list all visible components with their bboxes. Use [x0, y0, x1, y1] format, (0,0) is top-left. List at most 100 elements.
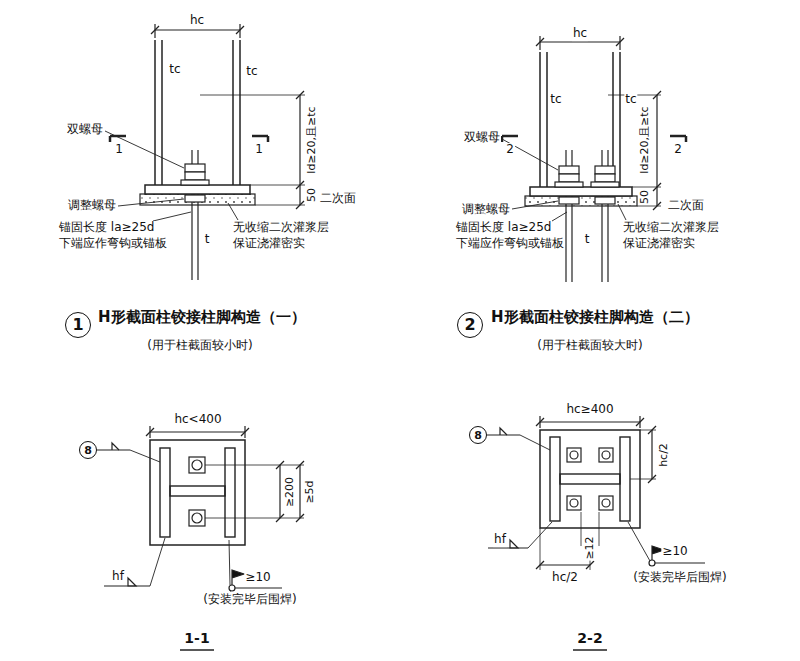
drawing-label: hc/2: [551, 571, 579, 585]
drawing-label: tc: [624, 93, 637, 107]
section-two-two: [540, 564, 590, 565]
drawing-label: 双螺母: [463, 131, 501, 145]
drawing-label: 1: [114, 143, 124, 157]
elevation-one: [151, 26, 159, 34]
section-one-one: [235, 587, 282, 588]
section-one-one: [112, 443, 119, 450]
drawing-label: 1-1: [183, 630, 210, 646]
callout-circle: 8: [79, 441, 97, 459]
section-two-two: [520, 435, 550, 450]
section-one-one: [299, 465, 300, 518]
elevation-one: [232, 40, 234, 185]
elevation-one: [299, 95, 300, 205]
section-two-two: [648, 475, 656, 483]
elevation-one: [185, 164, 205, 172]
elevation-two: [653, 91, 661, 99]
elevation-two: [559, 174, 579, 182]
section-two-two: [540, 421, 640, 422]
elevation-one: [185, 195, 205, 202]
section-one-one: [225, 448, 235, 537]
elevation-two: [595, 174, 615, 182]
drawing-label: 二次面: [667, 199, 705, 213]
elevation-one: [267, 136, 270, 142]
section-two-two: [567, 496, 581, 510]
section-one-one: [229, 585, 235, 591]
elevation-two: [616, 38, 624, 46]
section-two-two: [536, 561, 544, 569]
section-two-two: [540, 430, 640, 528]
section-one-one: [192, 513, 202, 523]
section-two-two: [651, 430, 652, 479]
section-two-two: [560, 474, 620, 484]
drawing-label: 锚固长度 la≥25d: [455, 221, 552, 235]
section-two-two: [599, 496, 613, 510]
section-one-one: [97, 449, 130, 450]
section-one-one: [189, 457, 205, 473]
section-two-two: [620, 437, 630, 521]
elevation-two: [653, 183, 661, 191]
drawing-label: H形截面柱铰接柱脚构造（一）: [97, 309, 307, 326]
section-one-one: [192, 460, 202, 470]
section-two-two: [510, 540, 518, 548]
drawing-label: hf: [493, 533, 507, 547]
elevation-one: [252, 135, 268, 138]
elevation-two: [591, 182, 619, 187]
elevation-one: [228, 203, 238, 220]
elevation-one: [154, 40, 156, 185]
elevation-two: [619, 52, 621, 187]
elevation-two: [595, 166, 615, 174]
elevation-one: [200, 95, 305, 96]
drawing-label: (用于柱截面较小时): [146, 339, 253, 353]
drawing-label: 50: [306, 187, 319, 203]
drawing-label: (安装完毕后围焊): [632, 571, 727, 585]
drawing-label: (安装完毕后围焊): [202, 593, 297, 607]
drawing-label: tc: [549, 93, 562, 107]
drawing-label: 50: [639, 189, 652, 205]
section-two-two: [536, 418, 544, 426]
drawing-label: 下端应作弯钩或锚板: [455, 237, 565, 251]
section-two-two: [602, 451, 610, 459]
drawing-label: hf: [111, 570, 125, 584]
elevation-one: [181, 180, 209, 185]
callout-circle: 2: [457, 312, 483, 338]
elevation-one: [118, 199, 184, 206]
elevation-one: [239, 40, 241, 185]
drawing-label: hc: [572, 27, 588, 41]
section-two-two: [488, 547, 528, 548]
section-two-two: [581, 512, 582, 546]
section-two-two: [550, 437, 560, 521]
drawing-label: 2: [505, 143, 515, 157]
elevation-one: [296, 201, 304, 209]
elevation-two: [502, 139, 558, 170]
section-two-two: [599, 448, 613, 462]
section-two-two: [599, 512, 600, 546]
elevation-two: [530, 187, 632, 196]
elevation-one: [296, 181, 304, 189]
callout-number: 1: [72, 317, 83, 333]
section-one-one: [276, 514, 284, 522]
elevation-two: [502, 135, 518, 138]
drawing-label: ≥10: [244, 571, 271, 585]
section-two-two: [570, 451, 578, 459]
callout-number: 8: [84, 445, 92, 456]
section-one-one: [232, 570, 244, 585]
section-one-one: [170, 486, 225, 496]
elevation-two: [670, 135, 686, 138]
drawing-label: 1: [254, 143, 264, 157]
drawing-label: tc: [168, 63, 181, 77]
drawing-label: 双螺母: [66, 123, 104, 137]
drawing-label: ld≥20,且≥tc: [639, 105, 652, 174]
elevation-two: [685, 136, 688, 142]
section-two-two: [487, 434, 520, 435]
section-two-two: [573, 649, 607, 651]
elevation-one: [155, 29, 240, 30]
section-one-one: [276, 461, 284, 469]
section-one-one: [150, 431, 245, 432]
elevation-two: [653, 202, 661, 210]
elevation-one: [161, 40, 163, 185]
section-one-one: [205, 465, 304, 466]
elevation-one: [109, 136, 112, 142]
section-one-one: [150, 538, 165, 586]
elevation-two: [559, 197, 579, 204]
